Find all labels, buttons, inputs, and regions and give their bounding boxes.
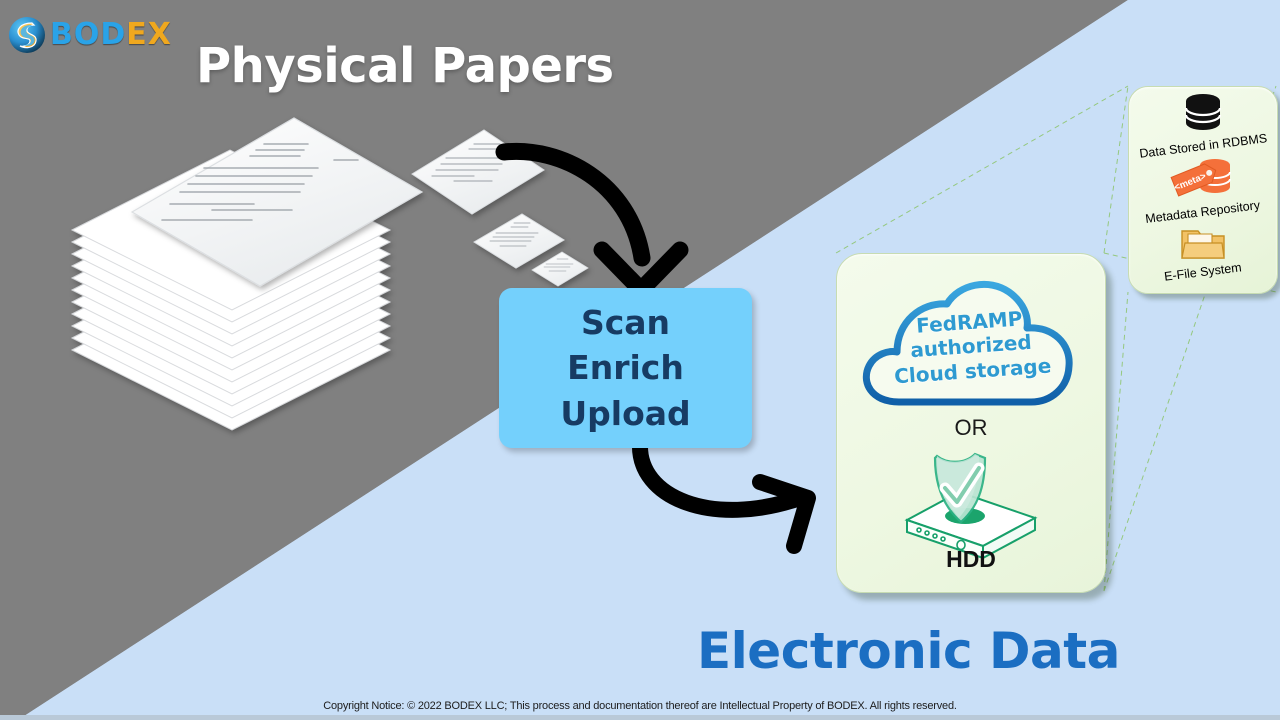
- detail-item-rdbms[interactable]: [1129, 93, 1277, 142]
- hdd-label: HDD: [946, 546, 996, 572]
- process-step-scan: Scan: [580, 302, 671, 342]
- bodex-swirl-logo-icon: [8, 16, 46, 54]
- cloud-icon: FedRAMP authorized Cloud storage: [855, 264, 1087, 434]
- bodex-logo: BODEX: [8, 16, 172, 54]
- electronic-storage-card[interactable]: FedRAMP authorized Cloud storage OR: [836, 253, 1106, 593]
- process-step-upload: Upload: [560, 393, 691, 433]
- logo-text-ex: EX: [126, 17, 172, 52]
- physical-paper-stack-illustration: [60, 100, 589, 500]
- detail-label-efile: E-File System: [1163, 260, 1243, 284]
- detail-item-efile[interactable]: [1129, 221, 1277, 268]
- folder-icon: [1181, 230, 1225, 259]
- curved-arrow-right-icon: [608, 436, 848, 581]
- detail-label-metadata-wrap: Metadata Repository: [1129, 198, 1277, 226]
- detail-item-metadata[interactable]: <meta>: [1129, 153, 1277, 206]
- page-title-electronic-data: Electronic Data: [697, 622, 1120, 680]
- copyright-notice: Copyright Notice: © 2022 BODEX LLC; This…: [323, 700, 957, 712]
- data-destinations-callout-card[interactable]: Data Stored in RDBMS <meta>: [1128, 86, 1278, 294]
- metadata-tag-database-icon: <meta>: [1170, 159, 1231, 197]
- or-divider-label: OR: [954, 415, 988, 440]
- page-title-physical-papers: Physical Papers: [196, 38, 614, 94]
- bottom-edge-strip: [0, 715, 1280, 720]
- process-step-enrich: Enrich: [567, 348, 684, 388]
- logo-text-bod: BOD: [50, 17, 127, 52]
- shield-check-on-hdd-icon: [889, 444, 1053, 560]
- database-cylinder-icon: [1184, 94, 1222, 130]
- logo-wordmark: BODEX: [50, 20, 172, 50]
- detail-label-efile-wrap: E-File System: [1129, 260, 1277, 284]
- process-step-box[interactable]: Scan Enrich Upload: [499, 288, 752, 448]
